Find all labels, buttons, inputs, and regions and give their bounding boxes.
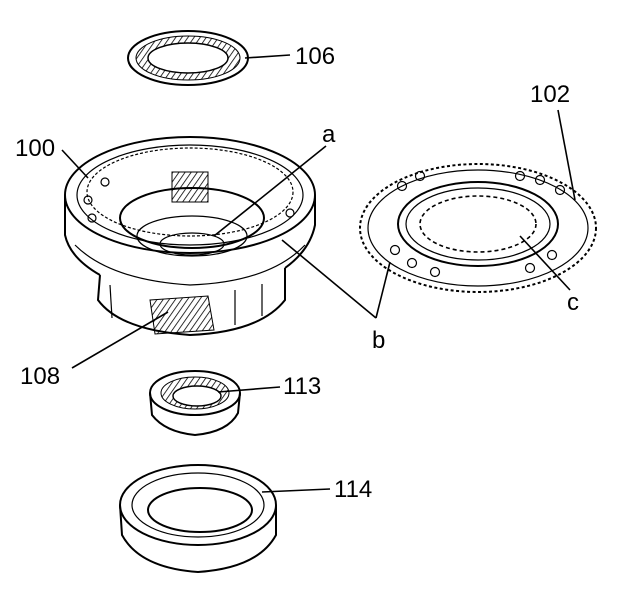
callout-113: 113 — [283, 373, 321, 400]
callout-102: 102 — [530, 81, 570, 108]
callout-106: 106 — [295, 43, 335, 70]
carrier-housing-100 — [64, 136, 316, 337]
callout-100: 100 — [15, 135, 55, 162]
bearing-race-114 — [119, 464, 277, 574]
ring-gear-102 — [359, 163, 597, 293]
callout-114: 114 — [334, 476, 372, 503]
needle-bearing-113 — [149, 370, 241, 437]
callout-108: 108 — [20, 363, 60, 390]
callout-b: b — [372, 327, 385, 354]
callout-a: a — [322, 121, 336, 148]
callout-c: c — [567, 289, 579, 316]
leader-lines — [61, 54, 576, 493]
thrust-bearing-106 — [127, 30, 249, 86]
